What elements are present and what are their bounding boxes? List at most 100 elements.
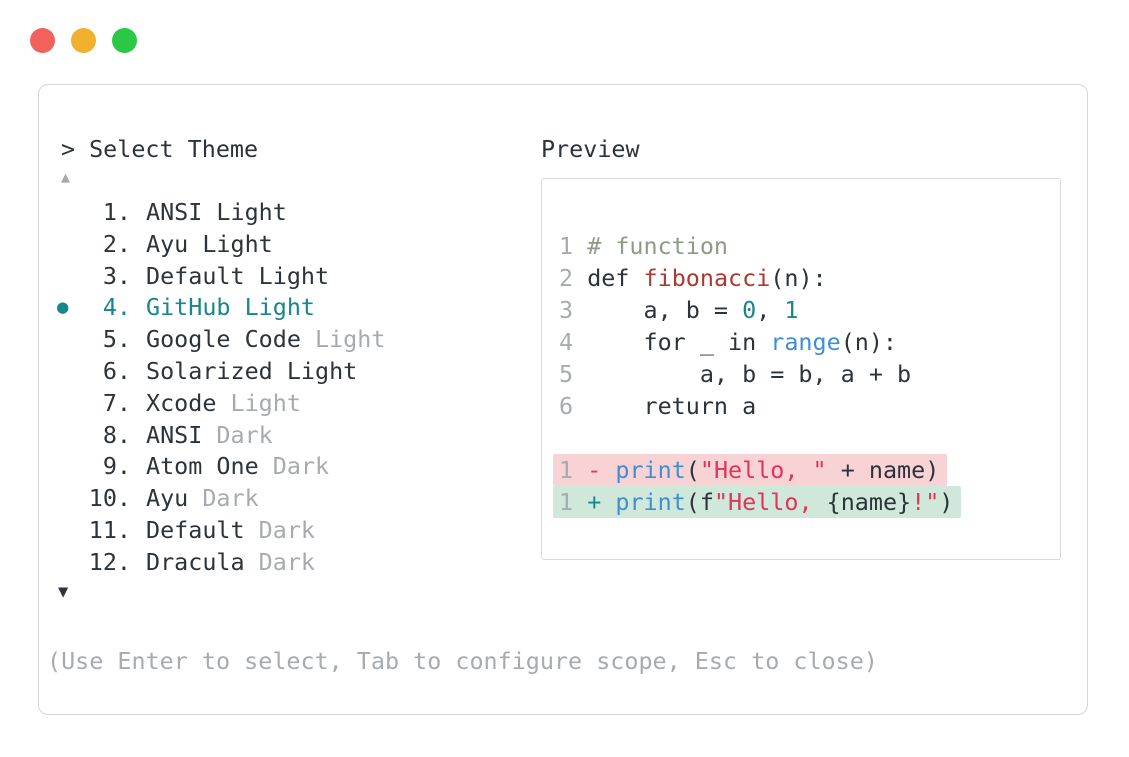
code-token: 1 <box>784 296 799 324</box>
theme-item-number: 9. <box>102 452 131 481</box>
diff-added-line: 1 + print(f"Hello, {name}!") <box>553 486 962 518</box>
theme-item-number: 3. <box>102 261 131 290</box>
minimize-button[interactable] <box>71 28 96 53</box>
code-line-content: 3 a, b = 0, 1 <box>559 294 798 326</box>
theme-list-item[interactable]: 12.Dracula Dark <box>57 547 385 579</box>
close-button[interactable] <box>30 28 55 53</box>
theme-list: 1. ANSI Light 2. Ayu Light 3. Default Light ● 4… <box>57 197 385 579</box>
code-token: 0 <box>742 296 757 324</box>
dialog-title: Select Theme <box>89 135 259 163</box>
theme-item-label: Solarized Light <box>146 356 358 385</box>
theme-item-number: 10. <box>88 484 131 513</box>
selection-bullet-icon <box>57 483 81 515</box>
theme-item-label: Default Dark <box>146 515 316 544</box>
code-token: !" <box>911 488 940 516</box>
code-token: for _ in <box>587 328 771 356</box>
code-line-content: 1 # function <box>559 230 728 262</box>
selection-bullet-icon <box>57 388 81 420</box>
theme-list-item[interactable]: 1. ANSI Light <box>57 197 385 229</box>
scroll-up-icon[interactable]: ▲ <box>61 168 71 186</box>
theme-list-item[interactable]: 3. Default Light <box>57 261 385 293</box>
line-number: 1 <box>559 488 574 516</box>
theme-list-item[interactable]: ● 4. GitHub Light <box>57 292 385 324</box>
code-line-content: 5 a, b = b, a + b <box>559 358 911 390</box>
code-token: return a <box>587 392 757 420</box>
code-line: 6 return a <box>559 390 1060 422</box>
code-token: range <box>770 328 841 356</box>
theme-item-number: 6. <box>102 356 131 385</box>
theme-list-item[interactable]: 7. Xcode Light <box>57 388 385 420</box>
code-line-content: 6 return a <box>559 390 756 422</box>
selection-bullet-icon <box>57 197 81 229</box>
code-token: a, b = b, a + b <box>587 360 912 388</box>
theme-item-number: 1. <box>102 198 131 226</box>
theme-item-label: Ayu Dark <box>146 484 259 513</box>
theme-picker-dialog: > Select Theme Preview ▲ 1. ANSI Light 2. Ay… <box>38 84 1088 715</box>
theme-list-item[interactable]: 6. Solarized Light <box>57 356 385 388</box>
theme-item-label: Xcode Light <box>146 388 301 417</box>
theme-item-number: 4. <box>102 293 131 322</box>
window-controls <box>30 28 137 53</box>
theme-list-item[interactable]: 11.Default Dark <box>57 515 385 547</box>
selection-bullet-icon: ● <box>57 296 69 319</box>
code-line: 1 + print(f"Hello, {name}!") <box>553 486 1060 518</box>
dialog-prompt: > Select Theme <box>61 135 258 163</box>
code-token: {name} <box>826 488 912 516</box>
selection-bullet-icon <box>57 324 81 356</box>
line-number: 1 <box>559 232 574 260</box>
theme-item-number: 2. <box>102 229 131 258</box>
theme-item-label: ANSI Dark <box>146 420 273 449</box>
code-token: # function <box>587 232 729 260</box>
selection-bullet-icon <box>57 547 81 579</box>
code-token: (f <box>685 488 714 516</box>
code-line-content: 2 def fibonacci(n): <box>559 262 827 294</box>
line-number: 6 <box>559 392 574 420</box>
code-line: 3 a, b = 0, 1 <box>559 294 1060 326</box>
code-line: 4 for _ in range(n): <box>559 326 1060 358</box>
maximize-button[interactable] <box>112 28 137 53</box>
code-token: , <box>756 296 785 324</box>
code-token: "Hello, " <box>699 456 827 484</box>
code-token: (n): <box>840 328 898 356</box>
theme-item-label: Atom One Dark <box>146 452 330 481</box>
code-line: 1 # function <box>559 230 1060 262</box>
theme-list-item[interactable]: 5. Google Code Light <box>57 324 386 356</box>
theme-item-label: ANSI Light <box>146 198 287 226</box>
theme-item-label: Google Code Light <box>146 325 386 354</box>
theme-item-number: 5. <box>102 325 131 354</box>
code-blank-line <box>559 422 1060 454</box>
selection-bullet-icon <box>57 515 81 547</box>
code-token: a, b = <box>587 296 743 324</box>
code-token: + name) <box>826 456 940 484</box>
line-number: 2 <box>559 264 574 292</box>
selection-bullet-icon <box>57 356 81 388</box>
code-token: fibonacci <box>643 264 771 292</box>
code-token: def <box>587 264 644 292</box>
code-token: + <box>587 488 616 516</box>
scroll-down-icon[interactable]: ▼ <box>58 582 69 602</box>
theme-item-label: Dracula Dark <box>146 547 316 576</box>
code-token: ) <box>939 488 954 516</box>
selection-bullet-icon <box>57 261 81 293</box>
theme-item-label: Default Light <box>146 261 330 290</box>
diff-removed-line: 1 - print("Hello, " + name) <box>553 454 948 486</box>
theme-item-label: GitHub Light <box>146 293 315 322</box>
theme-list-item[interactable]: 2. Ayu Light <box>57 229 385 261</box>
theme-item-label: Ayu Light <box>146 229 273 258</box>
theme-list-item[interactable]: 10. Ayu Dark <box>57 483 385 515</box>
theme-list-item[interactable]: 8. ANSI Dark <box>57 420 385 452</box>
code-line: 2 def fibonacci(n): <box>559 262 1060 294</box>
theme-item-number: 8. <box>102 420 131 449</box>
line-number: 4 <box>559 328 574 356</box>
code-token: "Hello, <box>713 488 827 516</box>
code-token: print <box>615 456 686 484</box>
prompt-marker-icon: > <box>61 135 76 163</box>
line-number: 1 <box>559 456 574 484</box>
code-token: ( <box>685 456 700 484</box>
preview-title: Preview <box>541 135 640 163</box>
theme-item-number: 7. <box>102 388 131 417</box>
theme-list-item[interactable]: 9. Atom One Dark <box>57 451 385 483</box>
